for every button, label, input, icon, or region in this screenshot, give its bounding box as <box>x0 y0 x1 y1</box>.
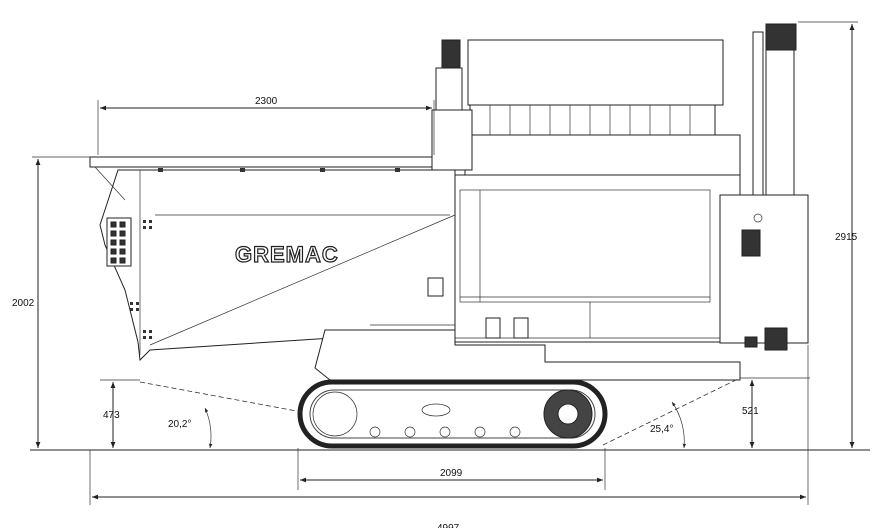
dim-front-clearance: 473 <box>103 410 120 421</box>
bolts <box>130 168 400 339</box>
rear-pulley <box>764 327 788 351</box>
machine-body: GREMAC <box>89 23 809 381</box>
dim-overall-length: 4997 <box>437 523 460 528</box>
idler-wheel <box>312 391 358 437</box>
upper-frame <box>464 134 741 176</box>
rear-cabinet <box>719 194 809 344</box>
hydraulic-cylinder-1 <box>485 317 501 339</box>
brand-logo: GREMAC <box>235 242 339 267</box>
screen-box <box>454 174 741 343</box>
track-tensioner <box>421 403 451 417</box>
screen-drum <box>469 104 716 136</box>
motor-head <box>441 39 461 69</box>
crawler-track <box>297 379 608 449</box>
front-angle-line <box>139 381 303 413</box>
control-panel-buttons <box>110 221 126 264</box>
mast-head <box>765 23 797 51</box>
side-handle <box>427 277 444 297</box>
rear-angle-line <box>602 377 741 446</box>
dim-track-length: 2099 <box>440 468 463 479</box>
rear-angle-arc <box>671 401 687 449</box>
track-belt <box>297 379 608 449</box>
screen-drum-ribs <box>489 105 691 135</box>
dim-machine-height: 2002 <box>12 298 35 309</box>
motor-support <box>431 109 473 171</box>
reel <box>741 229 761 257</box>
front-angle-arc <box>204 407 213 449</box>
mast-rail <box>752 31 764 198</box>
hydraulic-cylinder-2 <box>513 317 529 339</box>
motor-housing <box>435 67 463 111</box>
dim-hopper-width: 2300 <box>255 96 278 107</box>
screen-frame <box>459 189 711 303</box>
track-rollers <box>369 426 521 438</box>
dim-total-height: 2915 <box>835 232 858 243</box>
dim-front-angle: 20,2° <box>168 419 191 430</box>
lifting-mast <box>765 49 795 196</box>
feed-tank <box>467 39 724 106</box>
dim-rear-clearance: 521 <box>742 406 759 417</box>
hopper-top-plate <box>89 156 476 168</box>
dim-rear-angle: 25,4° <box>650 424 673 435</box>
